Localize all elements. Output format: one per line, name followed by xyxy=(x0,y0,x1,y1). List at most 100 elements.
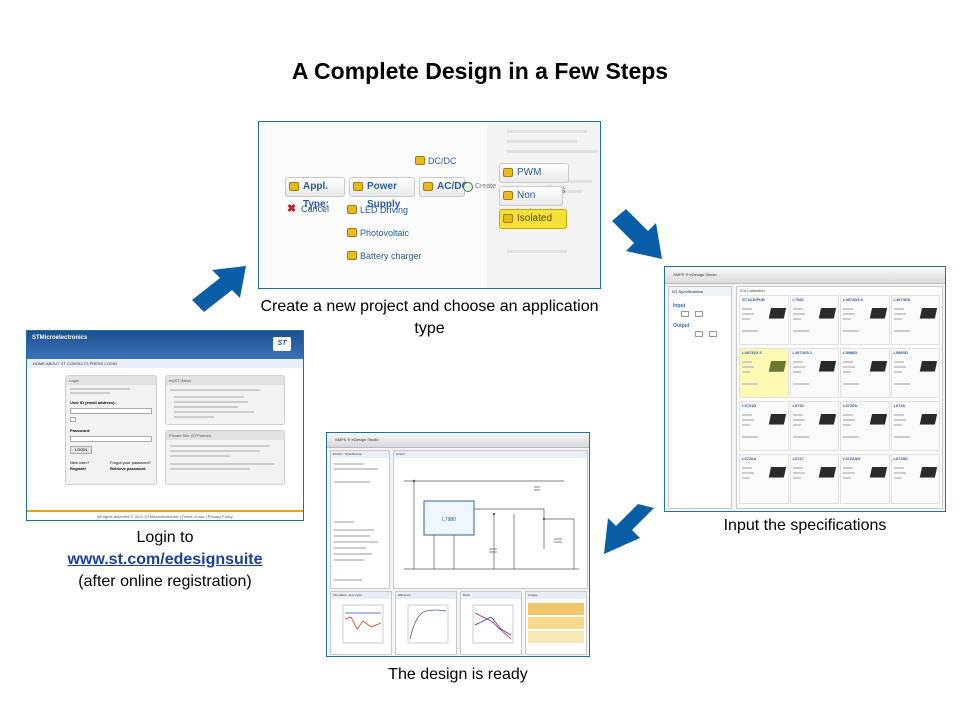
private-site-title: Private Site (STPartner) xyxy=(166,431,284,440)
password-input[interactable] xyxy=(70,436,152,442)
ic-card[interactable]: L7981 xyxy=(789,295,839,345)
specs-caption: Input the specifications xyxy=(723,517,887,534)
output-voltage-input[interactable] xyxy=(695,331,703,337)
ic-card[interactable]: L4973V5.1 xyxy=(789,348,839,398)
plot-graph xyxy=(528,603,584,643)
isolated-option[interactable]: Isolated xyxy=(499,209,567,229)
folder-icon xyxy=(347,251,357,260)
output-label: Output xyxy=(673,323,690,329)
folder-icon xyxy=(347,228,357,237)
login-button[interactable]: LOGIN xyxy=(70,446,92,454)
ic-card[interactable]: L6728D xyxy=(890,454,940,504)
folder-icon xyxy=(289,182,299,191)
edesignsuite-link[interactable]: www.st.com/edesignsuite xyxy=(67,551,263,568)
ic-package-icon xyxy=(919,308,938,318)
retrieve-password-link[interactable]: Retrieve password xyxy=(110,466,146,471)
ic-card[interactable]: L5988D xyxy=(840,348,890,398)
forgot-password-text: Forgot your password? xyxy=(110,460,151,465)
ic-package-icon xyxy=(768,361,786,371)
new-user-text: New user? xyxy=(70,460,90,465)
create-caption: Create a new project and choose an appli… xyxy=(260,298,599,337)
ic-part-label: L7980 xyxy=(442,517,456,523)
ic-package-icon xyxy=(869,414,887,424)
design-ready-screenshot: SMPS ® eDesign Studio DC/DC - Specificat… xyxy=(326,432,590,657)
power-supply-option[interactable]: Power Supply xyxy=(349,177,415,210)
register-link[interactable]: Register xyxy=(70,466,87,471)
ic-package-icon xyxy=(818,361,837,371)
dc-dc-option[interactable]: DC/DC xyxy=(413,154,457,168)
appl-type-label: Appl. Type: xyxy=(285,177,345,210)
plot-graph xyxy=(472,604,514,644)
ic-card[interactable]: L6726AH xyxy=(840,454,890,504)
user-id-label: User ID (email address): xyxy=(70,400,116,405)
folder-icon xyxy=(353,182,363,191)
ics-collection-title: ICs Collection xyxy=(740,288,765,293)
ic-card[interactable]: L5989D xyxy=(890,348,940,398)
specification-title: DC/DC - Specification xyxy=(331,451,389,458)
frequency-input[interactable] xyxy=(695,311,703,317)
app-toolbar: SMPS ® eDesign Studio xyxy=(327,433,589,448)
battery-charger-option[interactable]: Battery charger xyxy=(345,249,422,263)
voltage-input[interactable] xyxy=(681,311,689,317)
app-title: SMPS ® eDesign Studio xyxy=(335,437,379,442)
plot-graph xyxy=(407,604,449,644)
pwm-controllers-option[interactable]: PWM Controllers xyxy=(499,163,569,196)
create-button[interactable]: Create xyxy=(475,183,497,190)
login-caption-prefix: Login to xyxy=(136,529,194,546)
folder-icon xyxy=(423,182,433,191)
site-footer: All rights reserved © 2010 STMicroelectr… xyxy=(27,510,303,520)
cancel-icon[interactable]: ✖ xyxy=(287,203,297,215)
plot-title: Efficiency xyxy=(396,592,456,599)
ic-card[interactable]: L4973D3.3 xyxy=(840,295,890,345)
output-current-input[interactable] xyxy=(709,331,717,337)
ic-card[interactable]: L6726A xyxy=(840,401,890,451)
st-logo: ST xyxy=(273,337,291,351)
folder-icon xyxy=(503,191,513,200)
brand-name: STMicroelectronics xyxy=(32,335,88,341)
ic-package-icon xyxy=(869,308,887,318)
app-title: SMPS ® eDesign Studio xyxy=(673,272,717,277)
ac-dc-option[interactable]: AC/DC xyxy=(419,177,469,197)
ic-card[interactable]: L6731D xyxy=(739,401,789,451)
ic-card[interactable]: ST1S10PUR xyxy=(739,295,789,345)
plot-title: Bode xyxy=(461,592,521,599)
specifications-screenshot: SMPS ® eDesign Studio I/O Specifications… xyxy=(664,266,946,512)
efficiency-plot: Efficiency xyxy=(395,591,457,655)
ic-package-icon xyxy=(818,308,837,318)
ic-card[interactable]: L6727 xyxy=(789,454,839,504)
io-specifications-panel: I/O Specifications Input Output xyxy=(668,286,732,509)
ic-card-selected[interactable]: L4973V3.3 xyxy=(739,348,789,398)
led-driving-option[interactable]: LED Driving xyxy=(345,203,408,217)
bode-plot: Bode xyxy=(460,591,522,655)
ic-package-icon xyxy=(818,414,837,424)
ic-package-icon xyxy=(919,467,938,477)
ic-package-icon xyxy=(818,467,837,477)
schematic-diagram: L7980 xyxy=(404,479,579,570)
io-specifications-title: I/O Specifications xyxy=(669,287,731,296)
arrow-down-left-icon xyxy=(604,504,654,554)
non-isolated-option[interactable]: Non isolated xyxy=(499,186,563,219)
cancel-button[interactable]: Cancel xyxy=(301,204,330,214)
ic-card[interactable]: L6726A xyxy=(739,454,789,504)
ic-card[interactable]: L6732 xyxy=(789,401,839,451)
myst-panel: myST (New) xyxy=(165,375,285,425)
user-id-input[interactable] xyxy=(70,408,152,414)
photovoltaic-option[interactable]: Photovoltaic xyxy=(345,226,409,240)
folder-icon xyxy=(503,168,513,177)
ic-package-icon xyxy=(768,414,786,424)
save-user-checkbox[interactable] xyxy=(70,417,76,422)
myst-panel-title: myST (New) xyxy=(166,376,284,385)
ic-card[interactable]: L4973D5 xyxy=(890,295,940,345)
ic-card[interactable]: L6728 xyxy=(890,401,940,451)
folder-icon xyxy=(415,156,425,165)
login-caption: Login to www.st.com/edesignsuite (after … xyxy=(26,527,304,593)
ics-collection-grid: ST1S10PUR L7981 L4973D3.3 L4973D5 L4973V… xyxy=(736,286,943,509)
ic-package-icon xyxy=(768,467,786,477)
site-nav: HOME ABOUT ST CONTACTS PRESS LOGIN xyxy=(27,359,303,368)
folder-icon xyxy=(347,205,357,214)
login-panel-title: Login xyxy=(66,376,156,385)
plot-graph xyxy=(342,604,384,644)
password-label: Password: xyxy=(70,428,91,433)
create-icon[interactable] xyxy=(463,182,473,192)
application-type-screenshot: DC/DC Appl. Type: Power Supply AC/DC Cre… xyxy=(258,121,601,289)
